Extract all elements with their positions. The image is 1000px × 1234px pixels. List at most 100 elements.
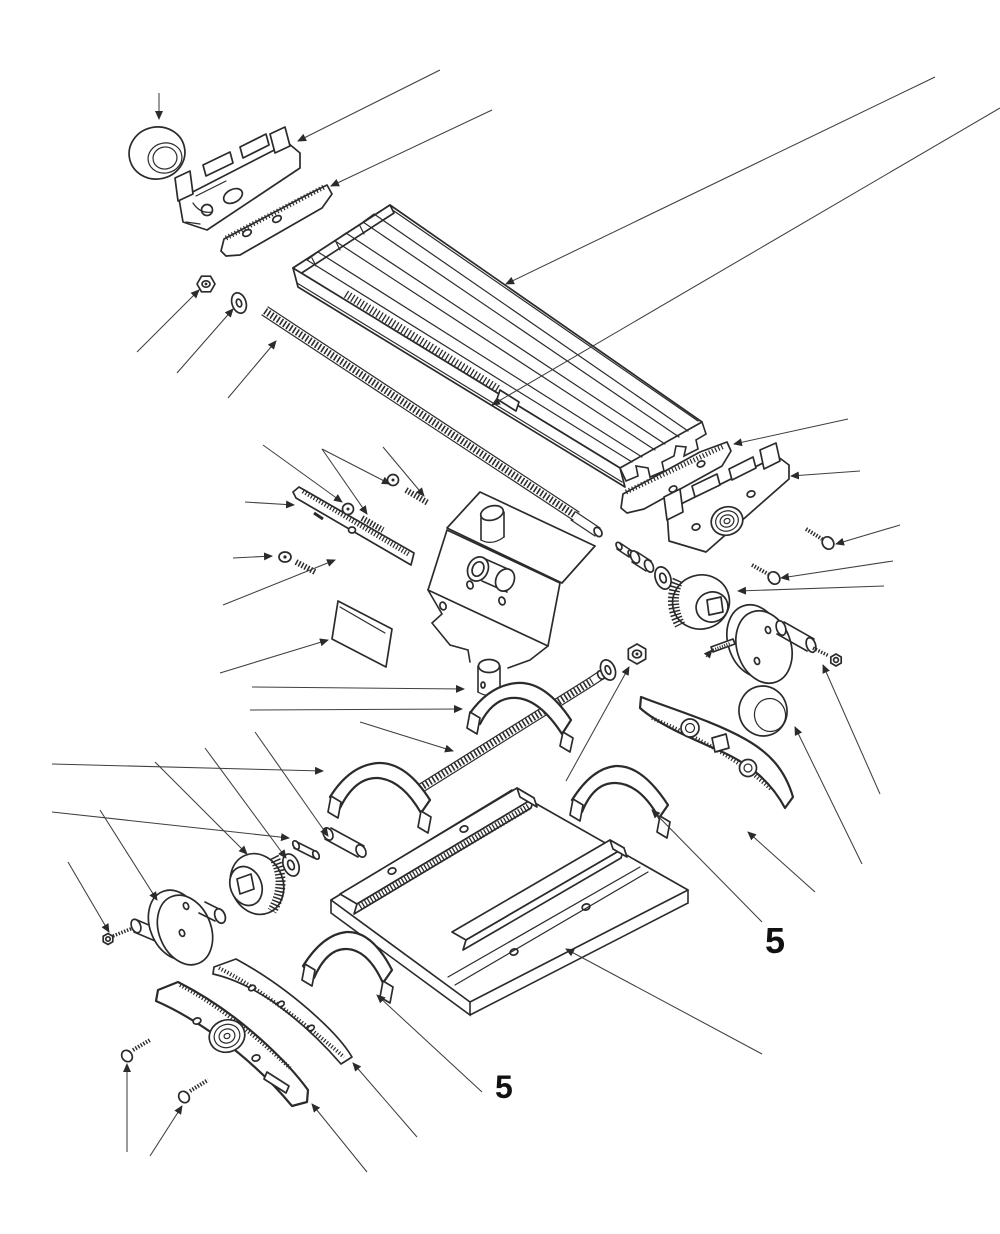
flat-washer-top	[230, 291, 248, 315]
gib-strip	[292, 486, 415, 566]
top-left-assembly	[128, 126, 333, 315]
washer-right	[654, 566, 672, 590]
mounting-screw-right-2	[751, 563, 781, 586]
leader-line	[780, 560, 894, 581]
callout-label-5-left: 5	[495, 1069, 513, 1105]
way-clamp-a	[466, 681, 574, 753]
leader-line	[244, 500, 295, 509]
scale-plate	[496, 389, 520, 412]
leader-line	[822, 664, 881, 795]
t-slots	[306, 213, 689, 463]
handle-bolt-right	[812, 646, 843, 667]
taper-pin-left	[291, 839, 321, 861]
leader-line	[565, 948, 763, 1055]
leader-line	[222, 559, 336, 606]
cross-slide-base	[330, 787, 689, 1017]
right-end-group	[615, 441, 843, 810]
hex-nut-top	[196, 275, 216, 293]
leader-line	[382, 446, 425, 497]
leader-line	[51, 763, 324, 775]
end-bracket-right	[663, 442, 790, 553]
leader-line	[321, 448, 391, 485]
leader-line	[747, 831, 816, 893]
leader-line	[249, 705, 463, 714]
support-bracket-right	[638, 695, 795, 810]
leader-line	[311, 1103, 368, 1173]
handwheel-left	[130, 889, 227, 966]
leader-line	[737, 585, 885, 595]
graduated-scale	[343, 290, 501, 393]
mounting-screw-left-2	[177, 1078, 210, 1104]
leader-line	[491, 107, 1000, 406]
washer-cross	[599, 659, 617, 681]
wiper-plate-left	[220, 184, 333, 257]
leader-line	[232, 552, 273, 561]
leader-line	[376, 994, 483, 1093]
washer-left	[281, 853, 301, 877]
rail-lower	[451, 839, 628, 951]
work-table-with-t-slots	[292, 204, 707, 488]
graduated-dial-right	[668, 574, 731, 630]
leader-line	[204, 747, 287, 859]
cross-screw-boss	[466, 556, 516, 593]
end-bracket-left	[174, 126, 301, 231]
leader-line	[321, 448, 368, 515]
handle-bolt-left	[102, 926, 134, 946]
leader-line	[219, 638, 329, 674]
leader-line	[505, 76, 936, 285]
leader-line	[67, 861, 110, 933]
leader-line	[352, 1062, 418, 1138]
bearing-left	[208, 1018, 246, 1054]
mounting-screw-right-1	[804, 527, 835, 551]
leader-line	[149, 1105, 183, 1157]
way-clamp-c	[569, 764, 671, 839]
way-clamps	[301, 681, 671, 1004]
cross-feed-group	[291, 643, 647, 861]
saddle	[331, 491, 596, 697]
leader-line	[251, 684, 465, 693]
leader-line	[154, 761, 248, 855]
leadscrew-boss	[479, 504, 505, 543]
spacer-sleeve-right	[629, 550, 655, 573]
set-pin	[313, 511, 324, 521]
leader-lines	[51, 69, 1000, 1173]
clamp-screw-left	[278, 551, 317, 575]
leader-line	[794, 726, 863, 865]
lower-wiper-plate	[212, 958, 353, 1065]
leader-line	[790, 470, 861, 480]
wiper-plate-right	[620, 441, 732, 514]
leader-line	[297, 69, 441, 142]
graduated-dial-left	[228, 852, 286, 916]
cap-knob	[128, 126, 186, 180]
cross-feed-screw	[417, 669, 606, 793]
callout-label-5-right: 5	[765, 920, 785, 961]
way-clamp-b	[327, 761, 432, 834]
leader-line	[227, 340, 277, 399]
support-bracket-left	[154, 980, 310, 1108]
leader-line	[330, 109, 493, 187]
leader-line	[254, 731, 329, 837]
leader-line	[651, 809, 763, 923]
leader-line	[99, 809, 158, 901]
cap-knob-right	[738, 685, 788, 737]
handwheel-right	[726, 603, 817, 685]
mounting-screw-left-1	[120, 1038, 152, 1063]
leader-line	[835, 524, 901, 546]
gib-adjusting-screw-a	[341, 502, 385, 533]
saddle-group	[278, 473, 596, 697]
leader-line	[359, 721, 454, 753]
bearing	[710, 505, 744, 537]
leader-line	[262, 444, 343, 503]
leader-line	[565, 666, 630, 782]
rail-upper	[339, 787, 538, 915]
bottom-left-assembly	[102, 852, 353, 1108]
hex-nut-cross	[627, 643, 647, 665]
leader-line	[176, 308, 234, 374]
taper-pin-small	[703, 638, 736, 659]
callout-labels: 5 5	[495, 920, 785, 1105]
leader-line	[733, 418, 849, 447]
leader-line	[51, 811, 290, 842]
table-leadscrew	[261, 306, 603, 538]
